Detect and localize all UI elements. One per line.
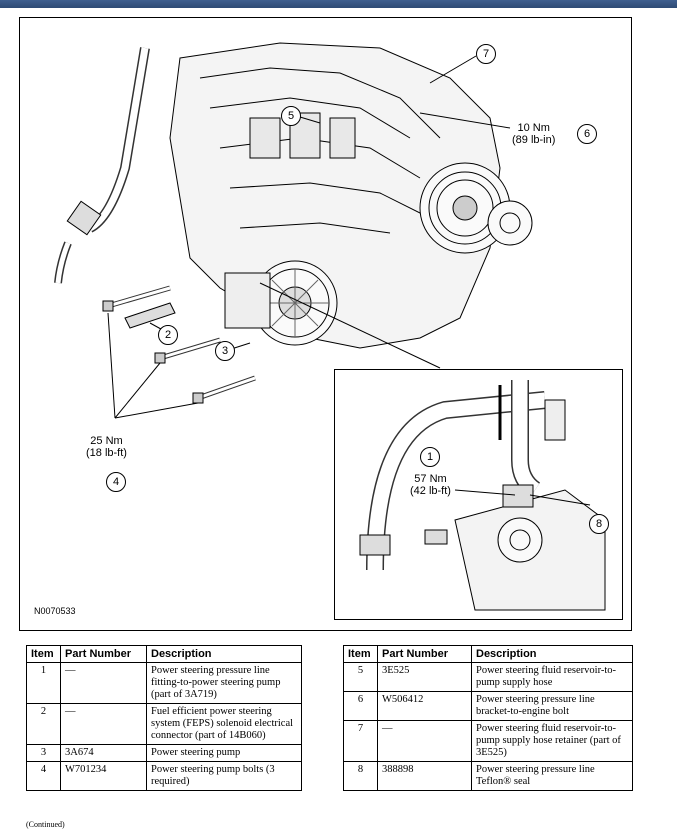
detail-inset: 1 57 Nm (42 lb-ft) 8 — [334, 369, 623, 620]
table-row: 6 W506412 Power steering pressure line b… — [343, 691, 633, 721]
table-row: 2 — Fuel efficient power steering system… — [26, 703, 302, 745]
parts-table-right: Item Part Number Description 5 3E525 Pow… — [343, 645, 633, 791]
callout-4: 4 — [106, 472, 126, 492]
part-number-cell: — — [60, 703, 147, 745]
header-description: Description — [471, 645, 633, 663]
callout-2: 2 — [158, 325, 178, 345]
engine-drawing — [54, 42, 533, 419]
part-number-cell: W701234 — [60, 761, 147, 791]
item-cell: 6 — [343, 691, 378, 721]
item-cell: 8 — [343, 761, 378, 791]
table-row: 3 3A674 Power steering pump — [26, 744, 302, 762]
item-cell: 7 — [343, 720, 378, 762]
callout-3: 3 — [215, 341, 235, 361]
table-row: 8 388898 Power steering pressure line Te… — [343, 761, 633, 791]
callout-6: 6 — [577, 124, 597, 144]
window-top-bar — [0, 0, 677, 8]
continued-note: (Continued) — [26, 820, 65, 829]
part-number-cell: — — [377, 720, 472, 762]
description-cell: Power steering pressure line Teflon® sea… — [471, 761, 633, 791]
description-cell: Power steering pump bolts (3 required) — [146, 761, 302, 791]
part-number-cell: 388898 — [377, 761, 472, 791]
table-row: 7 — Power steering fluid reservoir-to-pu… — [343, 720, 633, 762]
table-row: 4 W701234 Power steering pump bolts (3 r… — [26, 761, 302, 791]
callout-1: 1 — [420, 447, 440, 467]
table-header-row: Item Part Number Description — [26, 645, 302, 663]
figure-id: N0070533 — [34, 606, 76, 616]
header-part-number: Part Number — [377, 645, 472, 663]
header-part-number: Part Number — [60, 645, 147, 663]
part-number-cell: 3E525 — [377, 662, 472, 692]
item-cell: 5 — [343, 662, 378, 692]
table-header-row: Item Part Number Description — [343, 645, 633, 663]
part-number-cell: W506412 — [377, 691, 472, 721]
parts-table-left: Item Part Number Description 1 — Power s… — [26, 645, 302, 791]
item-cell: 1 — [26, 662, 61, 704]
engine-illustration: 7 5 10 Nm (89 lb-in) 6 2 3 25 Nm (18 lb-… — [19, 17, 632, 631]
description-cell: Power steering fluid reservoir-to-pump s… — [471, 720, 633, 762]
torque-label-1: 57 Nm (42 lb-ft) — [410, 473, 451, 497]
callout-7: 7 — [476, 44, 496, 64]
description-cell: Power steering pump — [146, 744, 302, 762]
part-number-cell: — — [60, 662, 147, 704]
item-cell: 3 — [26, 744, 61, 762]
description-cell: Fuel efficient power steering system (FE… — [146, 703, 302, 745]
description-cell: Power steering fluid reservoir-to-pump s… — [471, 662, 633, 692]
description-cell: Power steering pressure line bracket-to-… — [471, 691, 633, 721]
item-cell: 4 — [26, 761, 61, 791]
header-description: Description — [146, 645, 302, 663]
torque-label-4: 25 Nm (18 lb-ft) — [86, 435, 127, 459]
callout-5: 5 — [281, 106, 301, 126]
table-row: 5 3E525 Power steering fluid reservoir-t… — [343, 662, 633, 692]
torque-label-6: 10 Nm (89 lb-in) — [512, 122, 556, 146]
header-item: Item — [343, 645, 378, 663]
callout-8: 8 — [589, 514, 609, 534]
description-cell: Power steering pressure line fitting-to-… — [146, 662, 302, 704]
item-cell: 2 — [26, 703, 61, 745]
header-item: Item — [26, 645, 61, 663]
table-row: 1 — Power steering pressure line fitting… — [26, 662, 302, 704]
inset-drawing — [359, 380, 606, 611]
part-number-cell: 3A674 — [60, 744, 147, 762]
